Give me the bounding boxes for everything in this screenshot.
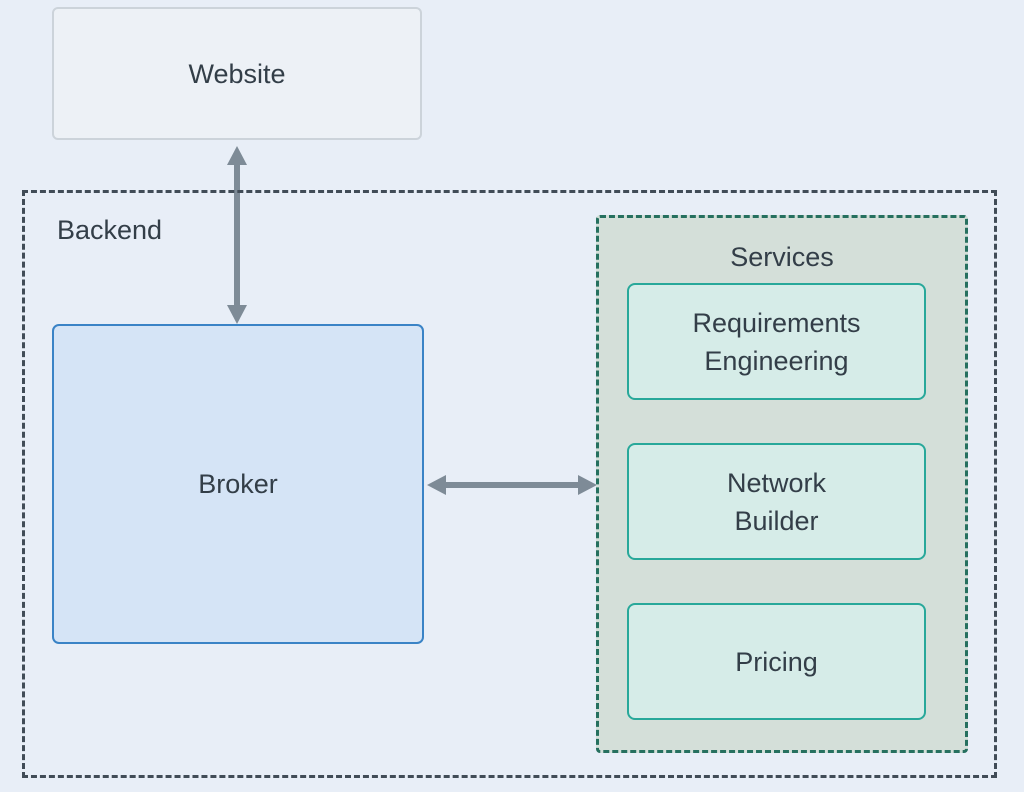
arrowhead-up-icon (227, 146, 247, 165)
backend-container: Backend (22, 190, 997, 778)
broker-label: Broker (198, 469, 278, 499)
service-node-pricing: Pricing (627, 603, 926, 720)
pricing-label: Pricing (735, 646, 818, 677)
services-container: Services Requirements Engineering Networ… (596, 215, 968, 753)
network-builder-label: Network Builder (726, 467, 827, 536)
website-node: Website (52, 7, 422, 140)
service-node-network-builder: Network Builder (627, 443, 926, 560)
service-node-requirements-engineering: Requirements Engineering (627, 283, 926, 400)
website-label: Website (188, 58, 286, 89)
backend-label: Backend (57, 215, 163, 245)
services-label: Services (730, 242, 834, 272)
broker-node: Broker (52, 324, 424, 644)
requirements-engineering-label: Requirements Engineering (692, 307, 861, 376)
